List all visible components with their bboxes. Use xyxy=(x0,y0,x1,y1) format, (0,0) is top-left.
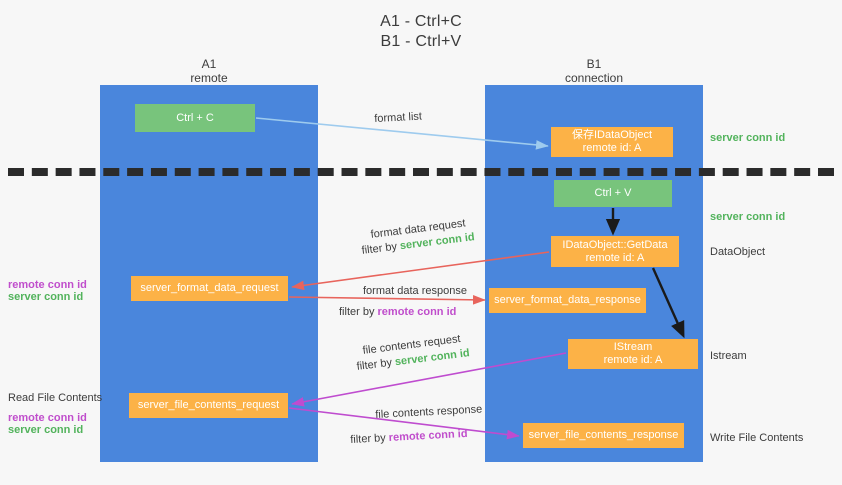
node-save-idataobject[interactable]: 保存IDataObject remote id: A xyxy=(551,127,673,157)
annotation-right-dataobject: DataObject xyxy=(710,246,766,258)
annotation-right-istream: Istream xyxy=(710,350,747,362)
page-title-line1: A1 - Ctrl+C xyxy=(380,13,462,30)
filter-key-remote-conn-id: remote conn id xyxy=(388,427,468,444)
annotation-left-server-conn-id-2: server conn id xyxy=(8,424,84,436)
edge-label-file-contents-response: file contents response xyxy=(375,403,483,421)
node-server-file-contents-response-label: server_file_contents_response xyxy=(528,429,679,441)
edge-label-format-list: format list xyxy=(374,110,423,125)
annotation-left-remote-conn-id-1: remote conn id xyxy=(8,279,87,291)
node-ctrl-c-label: Ctrl + C xyxy=(176,111,214,124)
lane-header-b1: B1 connection xyxy=(485,57,703,85)
annotation-left-read-file-contents: Read File Contents xyxy=(8,392,103,404)
node-server-format-data-response[interactable]: server_format_data_response xyxy=(489,288,646,313)
phase-separator-dashed-line xyxy=(8,168,834,176)
filter-key-remote-conn-id: remote conn id xyxy=(377,306,457,318)
lane-header-b1-subtitle: connection xyxy=(564,71,624,85)
node-idataobject-getdata-label: IDataObject::GetData xyxy=(562,238,668,251)
node-server-format-data-request-label: server_format_data_request xyxy=(140,282,279,294)
node-istream-sub: remote id: A xyxy=(603,354,663,366)
node-ctrl-v-label: Ctrl + V xyxy=(594,187,632,199)
edge-label-file-contents-response-filter: filter by remote conn id xyxy=(350,428,468,447)
node-server-file-contents-request[interactable]: server_file_contents_request xyxy=(129,393,288,418)
node-server-format-data-request[interactable]: server_format_data_request xyxy=(131,276,288,301)
node-idataobject-getdata[interactable]: IDataObject::GetData remote id: A xyxy=(551,236,679,267)
lane-header-a1: A1 remote xyxy=(100,57,318,85)
node-server-format-data-response-label: server_format_data_response xyxy=(494,294,641,306)
filter-prefix: filter by xyxy=(361,240,401,257)
edge-label-format-data-response-filter: filter by remote conn id xyxy=(339,306,456,319)
node-save-idataobject-label: 保存IDataObject xyxy=(571,129,653,141)
node-server-file-contents-request-label: server_file_contents_request xyxy=(137,399,280,411)
annotation-left-server-conn-id-1: server conn id xyxy=(8,291,84,303)
lane-header-b1-name: B1 xyxy=(586,57,602,71)
node-ctrl-c[interactable]: Ctrl + C xyxy=(135,104,255,132)
page-title-line2: B1 - Ctrl+V xyxy=(380,33,462,50)
node-istream[interactable]: IStream remote id: A xyxy=(568,339,698,369)
annotation-right-server-conn-id-1: server conn id xyxy=(710,132,786,144)
node-ctrl-v[interactable]: Ctrl + V xyxy=(554,180,672,207)
lane-header-a1-subtitle: remote xyxy=(190,71,228,85)
filter-prefix: filter by xyxy=(339,306,378,318)
annotation-right-write-file-contents: Write File Contents xyxy=(710,432,804,444)
node-server-file-contents-response[interactable]: server_file_contents_response xyxy=(523,423,684,448)
lane-header-a1-name: A1 xyxy=(201,57,217,71)
annotation-right-server-conn-id-2: server conn id xyxy=(710,211,786,223)
edge-label-format-data-response: format data response xyxy=(363,285,467,297)
filter-prefix: filter by xyxy=(356,356,396,373)
node-idataobject-getdata-sub: remote id: A xyxy=(585,251,645,264)
node-save-idataobject-sub: remote id: A xyxy=(582,142,642,154)
filter-prefix: filter by xyxy=(350,431,390,446)
annotation-left-remote-conn-id-2: remote conn id xyxy=(8,412,87,424)
node-istream-label: IStream xyxy=(613,341,653,353)
